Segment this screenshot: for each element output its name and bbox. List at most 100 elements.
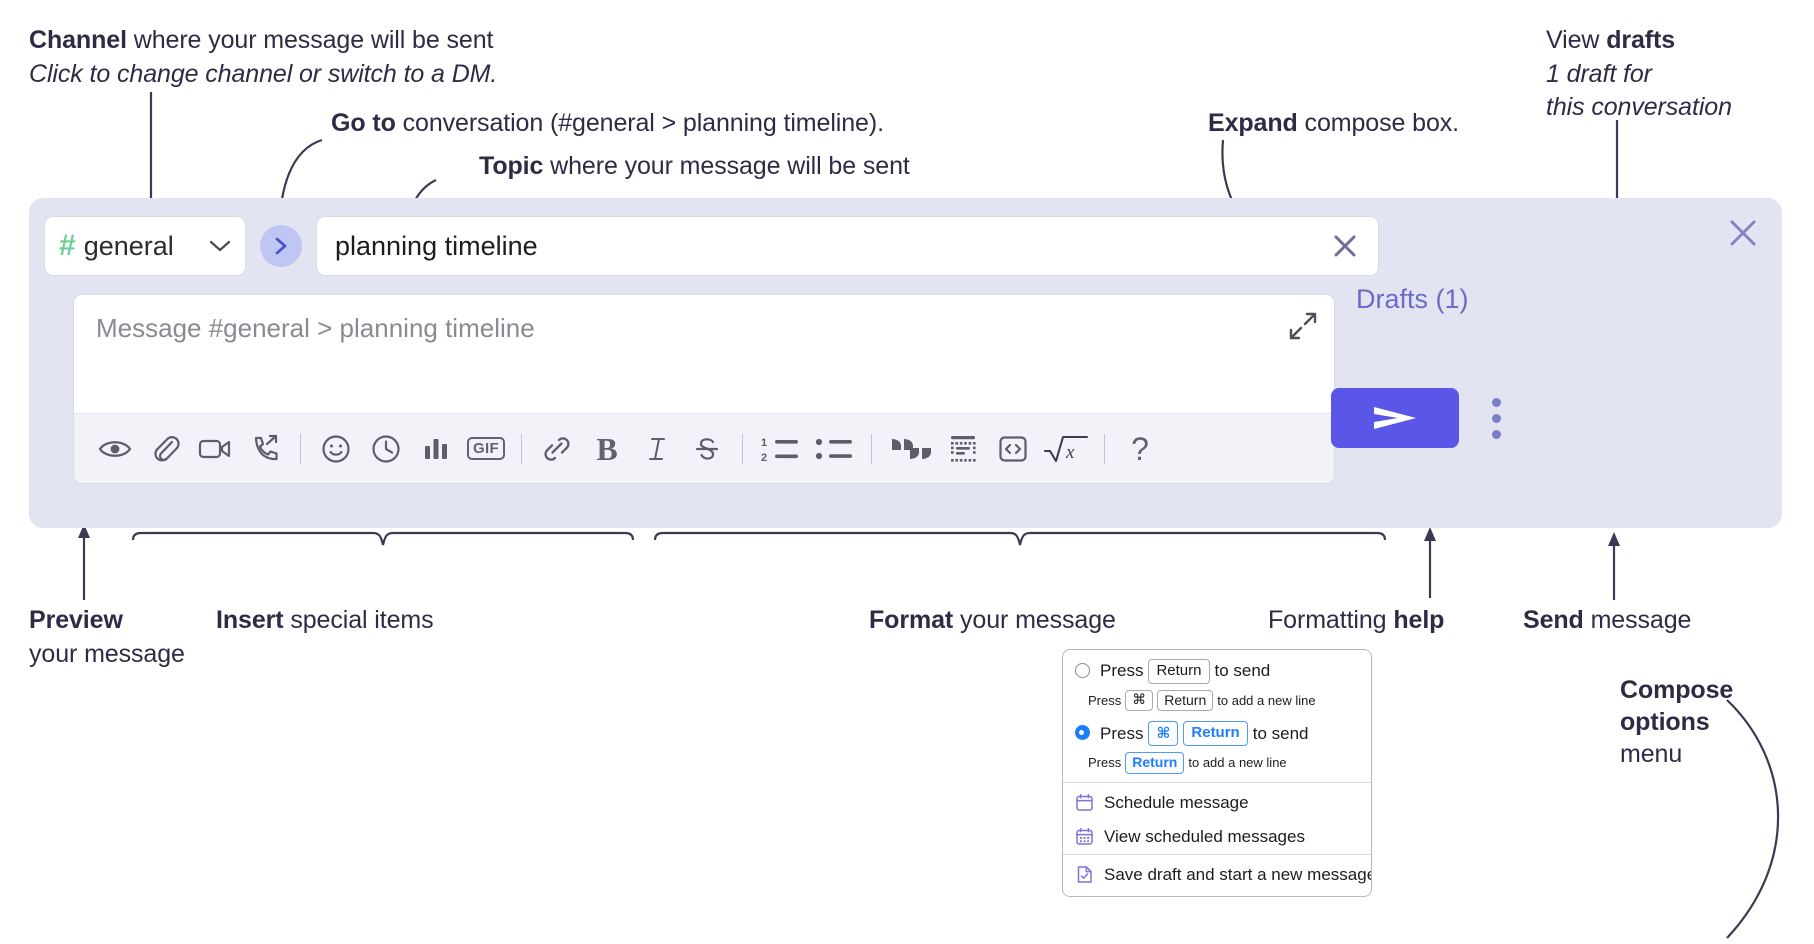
annotation-format-rest: your message	[953, 606, 1116, 634]
video-camera-icon[interactable]	[190, 424, 240, 474]
toolbar-divider	[871, 433, 872, 464]
emoji-icon[interactable]	[311, 424, 361, 474]
gif-label: GIF	[467, 437, 505, 460]
svg-text:2: 2	[761, 452, 767, 463]
gif-icon[interactable]: GIF	[461, 424, 511, 474]
math-icon[interactable]: x	[1038, 424, 1094, 474]
attachment-paperclip-icon[interactable]	[140, 424, 190, 474]
topic-input[interactable]: planning timeline	[316, 216, 1379, 276]
channel-selector[interactable]: # general	[44, 216, 246, 276]
toolbar-divider	[521, 433, 522, 464]
annotation-preview: Preview your message	[29, 604, 185, 671]
message-input-box[interactable]: Message #general > planning timeline	[73, 294, 1335, 484]
menu-option-return-to-send[interactable]: Press Return to send	[1063, 650, 1371, 686]
formatting-help-icon[interactable]: ?	[1115, 424, 1165, 474]
message-placeholder: Message #general > planning timeline	[96, 313, 535, 343]
annotation-topic: Topic where your message will be sent	[479, 150, 910, 184]
expand-compose-icon[interactable]	[1288, 311, 1318, 341]
key-command: ⌘	[1148, 721, 1179, 746]
menu-divider	[1063, 853, 1371, 855]
annotation-expand: Expand compose box.	[1208, 107, 1459, 141]
clear-topic-icon[interactable]	[1326, 227, 1364, 265]
svg-text:1: 1	[761, 437, 767, 449]
toolbar-divider	[300, 433, 301, 464]
annotation-send: Send message	[1523, 604, 1691, 638]
annotation-drafts-line3: this conversation	[1546, 93, 1732, 121]
bold-label: B	[596, 430, 618, 467]
phone-handoff-icon[interactable]	[240, 424, 290, 474]
document-check-icon	[1075, 865, 1094, 884]
compose-options-button[interactable]	[1481, 390, 1511, 446]
annotation-help: Formatting help	[1268, 604, 1444, 638]
drafts-link[interactable]: Drafts (1)	[1356, 284, 1469, 314]
dot	[1491, 413, 1501, 423]
annotation-preview-bold: Preview	[29, 606, 123, 634]
annotation-drafts-bold: drafts	[1606, 26, 1676, 54]
toolbar-divider	[1104, 433, 1105, 464]
opt1-pre: Press	[1100, 661, 1144, 681]
bulleted-list-icon[interactable]	[807, 424, 861, 474]
opt2-pre: Press	[1100, 723, 1144, 743]
calendar-grid-icon	[1075, 827, 1094, 846]
hash-icon: #	[59, 229, 76, 262]
poll-bar-chart-icon[interactable]	[411, 424, 461, 474]
annotation-help-bold: help	[1393, 606, 1445, 634]
menu-item-label: View scheduled messages	[1104, 826, 1305, 846]
annotation-format-bold: Format	[869, 606, 954, 634]
strikethrough-icon[interactable]	[682, 424, 732, 474]
annotation-channel: Channel where your message will be sent …	[29, 24, 497, 91]
menu-divider	[1063, 781, 1371, 783]
compose-options-menu: Press Return to send Press ⌘ Return to a…	[1062, 649, 1372, 897]
key-return: Return	[1148, 659, 1210, 684]
annotation-send-rest: message	[1583, 606, 1692, 634]
send-button[interactable]	[1331, 388, 1459, 448]
blockquote-icon[interactable]	[882, 424, 938, 474]
annotation-channel-rest: where your message will be sent	[126, 26, 494, 54]
annotation-send-bold: Send	[1523, 606, 1584, 634]
key-return: Return	[1183, 721, 1248, 746]
dot	[1491, 397, 1501, 407]
code-block-icon[interactable]	[938, 424, 988, 474]
annotation-help-plain: Formatting	[1268, 606, 1394, 634]
menu-item-view-scheduled-messages[interactable]: View scheduled messages	[1063, 820, 1371, 854]
key-return: Return	[1157, 689, 1214, 712]
annotation-expand-bold: Expand	[1208, 109, 1298, 137]
channel-name-label: general	[83, 230, 174, 261]
menu-option1-sub: Press ⌘ Return to add a new line	[1088, 689, 1371, 712]
annotation-insert-rest: special items	[283, 606, 434, 634]
menu-option-cmd-return-to-send[interactable]: Press ⌘ Return to send	[1063, 719, 1371, 748]
annotation-drafts-line2: 1 draft for	[1546, 59, 1652, 88]
menu-item-save-draft[interactable]: Save draft and start a new message	[1063, 855, 1371, 896]
help-label: ?	[1131, 430, 1149, 467]
topic-value: planning timeline	[335, 230, 538, 261]
annotation-compose-options-l3: menu	[1620, 740, 1683, 768]
annotation-compose-options-l2: options	[1620, 708, 1710, 736]
inline-code-icon[interactable]	[988, 424, 1038, 474]
preview-eye-icon[interactable]	[90, 424, 140, 474]
opt2-sub-post: to add a new line	[1188, 755, 1287, 771]
radio-button[interactable]	[1075, 663, 1090, 678]
menu-item-schedule-message[interactable]: Schedule message	[1063, 783, 1371, 820]
bold-icon[interactable]: B	[582, 424, 632, 474]
opt1-post: to send	[1214, 661, 1271, 681]
close-icon[interactable]	[1726, 216, 1760, 250]
italic-icon[interactable]	[632, 424, 682, 474]
svg-text:x: x	[1065, 442, 1075, 463]
annotation-channel-sub: Click to change channel or switch to a D…	[29, 59, 498, 88]
clock-icon[interactable]	[361, 424, 411, 474]
annotation-goto-rest: conversation (#general > planning timeli…	[395, 109, 884, 137]
goto-conversation-button[interactable]	[260, 225, 302, 267]
radio-button-selected[interactable]	[1075, 725, 1090, 741]
annotation-compose-options-l1: Compose	[1620, 676, 1734, 704]
opt1-sub-post: to add a new line	[1217, 693, 1316, 708]
toolbar-divider	[742, 433, 743, 464]
dot	[1491, 429, 1501, 439]
annotation-expand-rest: compose box.	[1297, 109, 1460, 137]
opt2-sub-pre: Press	[1088, 755, 1122, 771]
annotation-topic-rest: where your message will be sent	[543, 152, 910, 180]
annotation-drafts: View drafts 1 draft for this conversatio…	[1546, 24, 1732, 125]
menu-item-label: Save draft and start a new message	[1104, 864, 1372, 884]
link-icon[interactable]	[532, 424, 582, 474]
